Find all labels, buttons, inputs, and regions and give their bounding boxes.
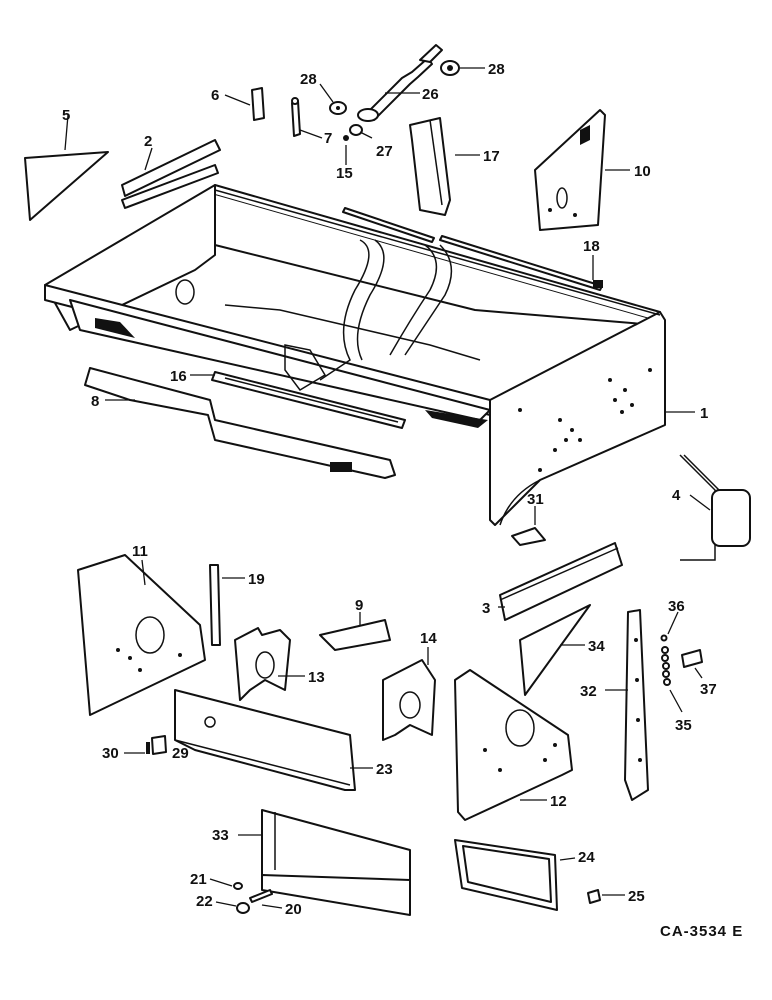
callout-21: 21 bbox=[190, 871, 207, 888]
nut-part-15 bbox=[343, 135, 349, 141]
plate-part-17 bbox=[409, 117, 451, 216]
callout-19: 19 bbox=[248, 571, 265, 588]
callout-15: 15 bbox=[336, 165, 353, 182]
triangle-part-34 bbox=[519, 604, 591, 696]
callout-32: 32 bbox=[580, 683, 597, 700]
bracket-part-13 bbox=[234, 627, 291, 701]
callout-7: 7 bbox=[324, 130, 332, 147]
washer-part-28-left bbox=[329, 101, 347, 115]
callout-28a: 28 bbox=[300, 71, 317, 88]
callout-18: 18 bbox=[583, 238, 600, 255]
callout-30: 30 bbox=[102, 745, 119, 762]
callout-11: 11 bbox=[132, 543, 148, 560]
pin-part-7 bbox=[291, 97, 301, 137]
callout-6: 6 bbox=[211, 87, 219, 104]
bracket-part-6 bbox=[251, 87, 265, 121]
bracket-part-14 bbox=[382, 659, 436, 741]
triangle-panel-part-5 bbox=[24, 151, 109, 221]
plate-part-10 bbox=[534, 109, 606, 231]
callout-36: 36 bbox=[668, 598, 685, 615]
callout-23: 23 bbox=[376, 761, 393, 778]
callout-16: 16 bbox=[170, 368, 187, 385]
post-part-32 bbox=[624, 609, 649, 801]
side-panel-part-12 bbox=[454, 669, 573, 821]
rod-part-18 bbox=[342, 207, 603, 291]
plate-part-37 bbox=[681, 649, 703, 668]
panel-part-8 bbox=[84, 367, 396, 479]
callout-35: 35 bbox=[675, 717, 692, 734]
plate-part-9 bbox=[319, 619, 391, 651]
callout-28b: 28 bbox=[488, 61, 505, 78]
callout-1: 1 bbox=[700, 405, 708, 422]
callout-3: 3 bbox=[482, 600, 490, 617]
callout-labels: 1 2 3 4 5 6 7 8 9 10 11 12 13 14 15 16 1… bbox=[62, 61, 717, 918]
clip-part-25 bbox=[587, 889, 601, 904]
figure-code: CA-3534 E bbox=[660, 923, 743, 940]
channel-part-16 bbox=[211, 371, 406, 429]
callout-29: 29 bbox=[172, 745, 189, 762]
pin-part-30 bbox=[146, 742, 150, 754]
callout-13: 13 bbox=[308, 669, 325, 686]
callout-25: 25 bbox=[628, 888, 645, 905]
side-panel-part-11 bbox=[77, 554, 206, 716]
callout-34: 34 bbox=[588, 638, 605, 655]
leader-lines bbox=[64, 67, 711, 909]
channel-part-23 bbox=[174, 689, 356, 791]
tray-part-33 bbox=[261, 809, 411, 916]
strip-part-19 bbox=[209, 564, 221, 646]
callout-9: 9 bbox=[355, 597, 363, 614]
plate-part-31 bbox=[511, 527, 546, 546]
callout-10: 10 bbox=[634, 163, 651, 180]
callout-5: 5 bbox=[62, 107, 70, 124]
callout-20: 20 bbox=[285, 901, 302, 918]
bushing-part-21 bbox=[233, 882, 243, 890]
washers-part-35 bbox=[661, 646, 671, 686]
hinge-part-29 bbox=[151, 735, 167, 755]
callout-22: 22 bbox=[196, 893, 213, 910]
callout-31: 31 bbox=[527, 491, 544, 508]
bolt-part-36 bbox=[660, 634, 668, 642]
bar-part-2 bbox=[121, 139, 221, 209]
callout-27: 27 bbox=[376, 143, 393, 160]
callout-4: 4 bbox=[672, 487, 681, 504]
callout-17: 17 bbox=[483, 148, 500, 165]
main-box-part-1 bbox=[44, 184, 666, 526]
frame-part-24 bbox=[454, 839, 558, 911]
handle-part-26 bbox=[357, 44, 443, 122]
callout-26: 26 bbox=[422, 86, 439, 103]
strip-part-3 bbox=[499, 542, 623, 621]
washer-part-28-right bbox=[440, 60, 460, 76]
mirror-part-4 bbox=[679, 454, 751, 561]
callout-8: 8 bbox=[91, 393, 99, 410]
callout-33: 33 bbox=[212, 827, 229, 844]
callout-24: 24 bbox=[578, 849, 595, 866]
knob-part-22 bbox=[236, 902, 250, 914]
nut-part-27 bbox=[349, 124, 363, 136]
callout-2: 2 bbox=[144, 133, 152, 150]
rod-part-20 bbox=[249, 889, 273, 903]
callout-37: 37 bbox=[700, 681, 717, 698]
callout-12: 12 bbox=[550, 793, 567, 810]
callout-14: 14 bbox=[420, 630, 437, 647]
